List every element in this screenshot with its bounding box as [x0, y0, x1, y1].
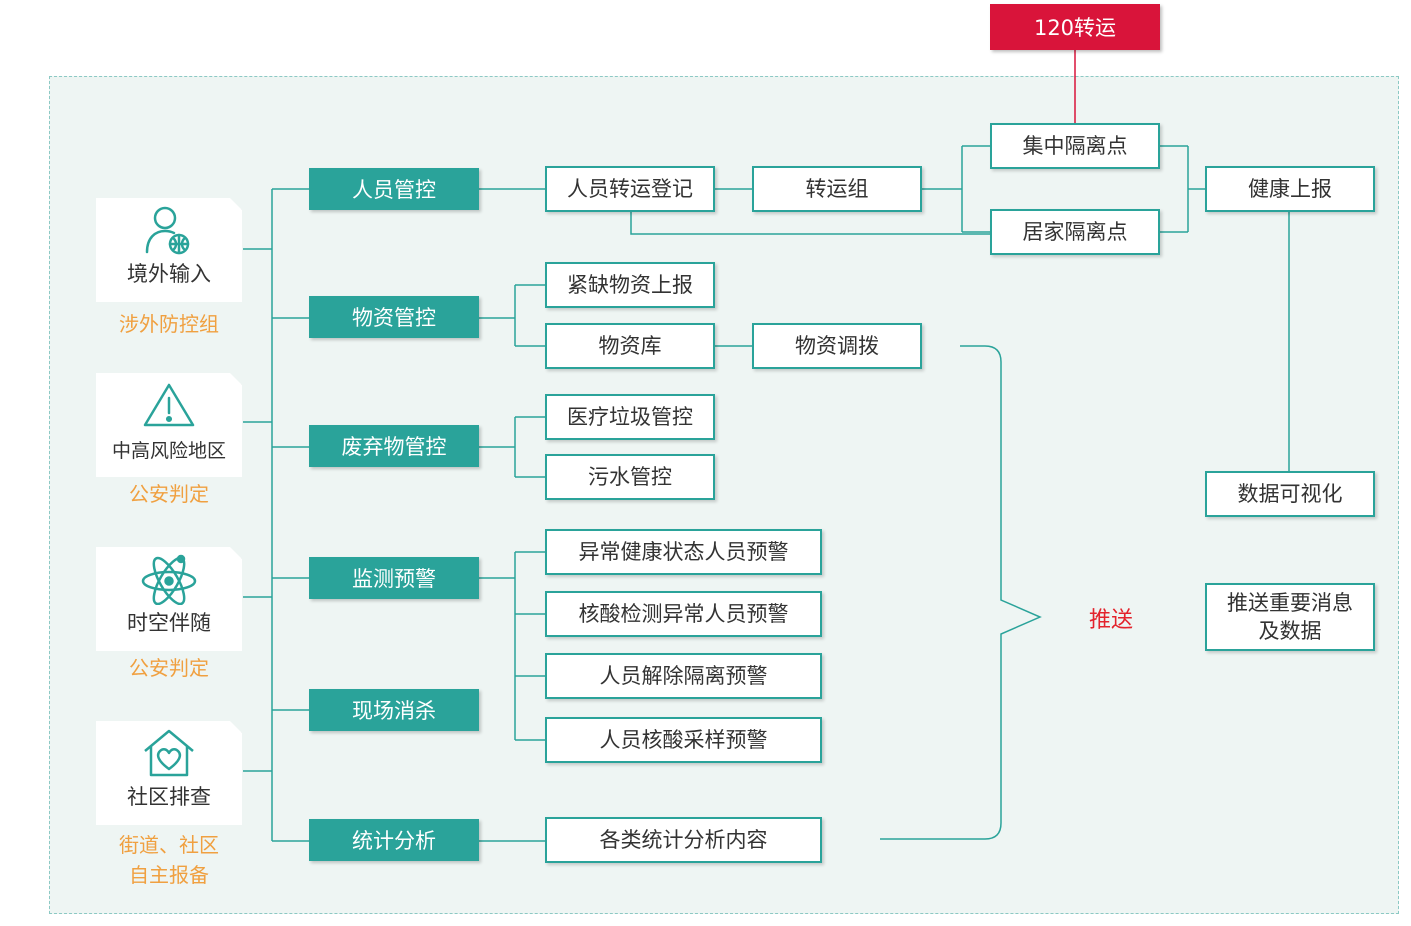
- source-card-overseas: 境外输入: [96, 198, 242, 302]
- category-personnel-control: 人员管控: [309, 168, 479, 210]
- category-waste-control: 废弃物管控: [309, 425, 479, 467]
- node-supplies-warehouse: 物资库: [545, 323, 715, 369]
- node-warning-release-isolation: 人员解除隔离预警: [545, 653, 822, 699]
- source-card-risk-area: 中高风险地区: [96, 373, 242, 477]
- category-monitoring-warning: 监测预警: [309, 557, 479, 599]
- source-label-spatiotemporal: 时空伴随: [127, 611, 211, 635]
- source-caption-overseas: 涉外防控组: [119, 312, 219, 336]
- node-warning-abnormal-health: 异常健康状态人员预警: [545, 529, 822, 575]
- node-home-isolation: 居家隔离点: [990, 209, 1160, 255]
- house-heart-icon: [96, 727, 242, 779]
- node-statistics-content: 各类统计分析内容: [545, 817, 822, 863]
- node-warning-nucleic-sampling: 人员核酸采样预警: [545, 717, 822, 763]
- source-caption-community: 街道、社区 自主报备: [119, 833, 219, 887]
- atom-icon: [96, 553, 242, 605]
- push-label: 推送: [1089, 608, 1134, 633]
- source-card-community: 社区排查: [96, 721, 242, 825]
- node-transport-group: 转运组: [752, 166, 922, 212]
- node-health-report: 健康上报: [1205, 166, 1375, 212]
- node-sewage-control: 污水管控: [545, 454, 715, 500]
- diagram-frame: [49, 76, 1399, 914]
- node-supplies-dispatch: 物资调拨: [752, 323, 922, 369]
- source-label-community: 社区排查: [127, 785, 211, 809]
- category-onsite-disinfection: 现场消杀: [309, 689, 479, 731]
- warning-icon: [96, 379, 242, 429]
- category-statistics-analysis: 统计分析: [309, 819, 479, 861]
- node-shortage-report: 紧缺物资上报: [545, 262, 715, 308]
- node-push-important: 推送重要消息 及数据: [1205, 583, 1375, 651]
- node-data-visualization: 数据可视化: [1205, 471, 1375, 517]
- person-globe-icon: [96, 204, 242, 256]
- source-caption-spatiotemporal: 公安判定: [129, 656, 209, 680]
- node-medical-waste: 医疗垃圾管控: [545, 394, 715, 440]
- node-transport-register: 人员转运登记: [545, 166, 715, 212]
- node-central-isolation: 集中隔离点: [990, 123, 1160, 169]
- category-supplies-control: 物资管控: [309, 296, 479, 338]
- source-caption-risk-area: 公安判定: [129, 482, 209, 506]
- node-warning-abnormal-nucleic: 核酸检测异常人员预警: [545, 591, 822, 637]
- source-card-spatiotemporal: 时空伴随: [96, 547, 242, 651]
- source-label-overseas: 境外输入: [127, 262, 211, 286]
- source-label-risk-area: 中高风险地区: [111, 440, 226, 462]
- transport-120-box: 120转运: [990, 4, 1160, 50]
